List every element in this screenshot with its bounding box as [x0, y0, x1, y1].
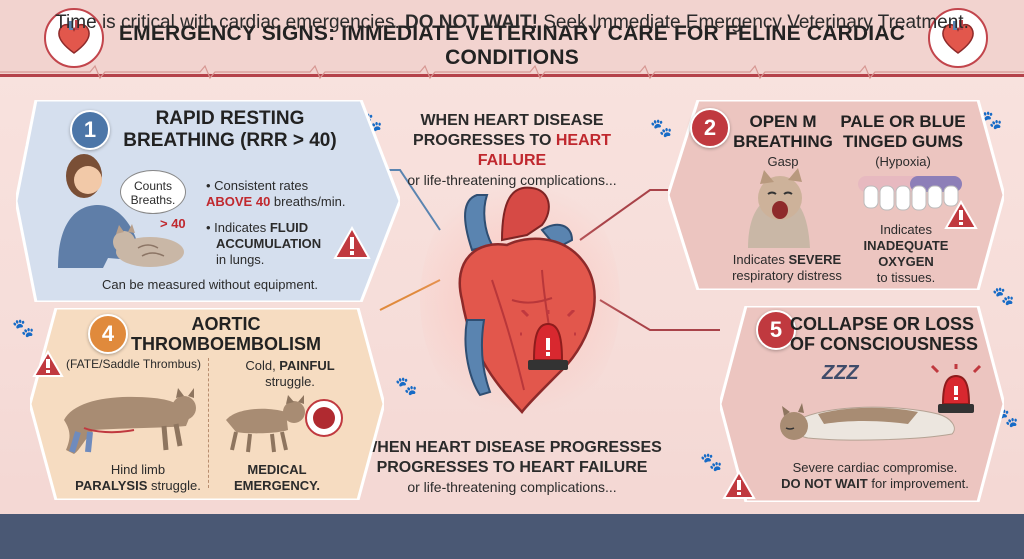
step-number-badge: 1	[70, 110, 110, 150]
gums-teeth-illustration	[858, 176, 962, 211]
warning-icon	[32, 350, 64, 377]
heart-icon	[928, 8, 988, 68]
sleep-zzz-label: ZZZ	[822, 362, 859, 384]
heart-icon	[44, 8, 104, 68]
painful-cat-illustration	[226, 395, 343, 453]
panel-1-bullet-1: • Consistent rates ABOVE 40 breaths/min.	[206, 178, 346, 209]
step-number-badge: 2	[690, 108, 730, 148]
step-number-badge: 4	[88, 314, 128, 354]
paw-icon: 🐾	[650, 118, 673, 138]
ecg-line-decoration	[0, 64, 1024, 80]
paralyzed-cat-illustration	[64, 388, 196, 454]
footer-message: Time is critical with cardiac emergencie…	[55, 12, 969, 33]
paw-icon: 🐾	[700, 452, 723, 472]
panel-2-left-title: OPEN M BREATHING	[733, 112, 833, 151]
page-title: EMERGENCY SIGNS: IMMEDIATE VETERINARY CA…	[118, 22, 906, 69]
footer-banner	[0, 514, 1024, 559]
collapsed-cat-illustration	[780, 403, 955, 441]
alarm-siren-icon	[520, 310, 576, 370]
paw-icon: 🐾	[12, 318, 35, 338]
center-bottom-caption: WHEN HEART DISEASE PROGRESSES PROGRESSES…	[362, 439, 662, 495]
warning-icon	[944, 200, 978, 229]
speech-bubble: Counts Breaths.	[120, 170, 186, 214]
anatomical-heart-illustration	[458, 186, 596, 414]
panel-4-title: AORTIC THROMBOEMBOLISM	[131, 314, 321, 354]
warning-icon	[722, 470, 756, 499]
breath-count-label: > 40	[160, 216, 186, 231]
panel-4-background	[30, 308, 384, 500]
alarm-siren-icon	[930, 364, 982, 413]
panel-4-subtitle: (FATE/Saddle Thrombus)	[66, 357, 201, 371]
gasping-cat-illustration	[748, 168, 810, 248]
panel-4-right-note: MEDICAL EMERGENCY.	[234, 462, 320, 493]
panel-2-right-subtitle: (Hypoxia)	[875, 154, 931, 169]
panel-4-divider	[208, 358, 209, 488]
warning-icon	[333, 226, 371, 259]
paw-icon: 🐾	[992, 286, 1015, 306]
woman-counting-cat-breaths-illustration	[58, 154, 184, 268]
panel-2-left-note: Indicates SEVERE respiratory distress	[732, 252, 842, 283]
panel-1-title: RAPID RESTING BREATHING (RRR > 40)	[123, 108, 337, 151]
panel-1-footer-note: Can be measured without equipment.	[101, 277, 319, 292]
panel-5-title: COLLAPSE OR LOSS OF CONSCIOUSNESS	[790, 314, 979, 354]
panel-5-background	[720, 306, 1004, 502]
paw-icon: 🐾	[395, 376, 418, 396]
header-banner	[0, 0, 1024, 77]
panel-1-bullet-2: • Indicates FLUID ACCUMULATION in lungs.	[206, 220, 322, 267]
panel-2-left-subtitle: Gasp	[767, 154, 799, 169]
panel-5-note: Severe cardiac compromise. DO NOT WAIT f…	[781, 460, 969, 491]
step-number-badge: 5	[756, 310, 796, 350]
panel-4-left-note: Hind limb PARALYSIS struggle.	[75, 462, 201, 493]
panel-4-right-note-top: Cold, PAINFUL struggle.	[245, 358, 335, 389]
panel-2-right-title: PALE OR BLUE TINGED GUMS	[840, 112, 966, 151]
panel-2-right-note: Indicates INADEQUATE OXYGEN to tissues.	[863, 222, 949, 285]
